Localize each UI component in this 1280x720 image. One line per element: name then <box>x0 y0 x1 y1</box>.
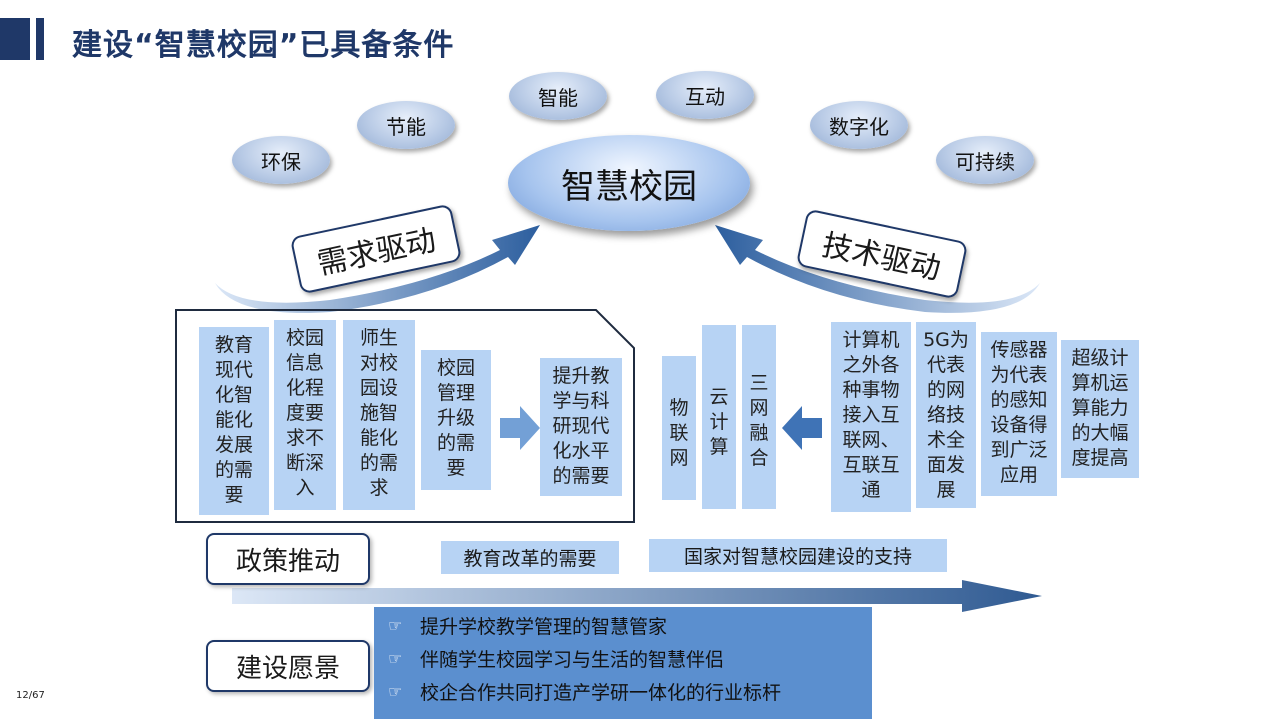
vision-item: ☞ 校企合作共同打造产学研一体化的行业标杆 <box>374 675 872 708</box>
right-chevron-arrow <box>500 406 540 450</box>
bubble-intelligent: 智能 <box>509 72 607 120</box>
vision-item-text: 校企合作共同打造产学研一体化的行业标杆 <box>420 682 782 704</box>
page-title: 建设“智慧校园”已具备条件 <box>72 28 455 63</box>
vision-label: 建设愿景 <box>206 640 370 692</box>
pointing-hand-icon: ☞ <box>388 649 403 668</box>
tech-box-supercomputing: 超级计算机运算能力的大幅度提高 <box>1061 340 1139 478</box>
demand-box-facility-needs: 师生对校园设施智能化的需求 <box>343 320 415 510</box>
demand-drive-label: 需求驱动 <box>289 203 463 295</box>
vision-item-text: 提升学校教学管理的智慧管家 <box>420 616 668 638</box>
title-accent-block <box>0 18 30 60</box>
demand-box-modernization: 教育现代化智能化发展的需要 <box>199 327 269 515</box>
policy-item-education-reform: 教育改革的需要 <box>441 541 619 574</box>
vision-item: ☞ 伴随学生校园学习与生活的智慧伴侣 <box>374 642 872 675</box>
title-accent-bar <box>36 18 44 60</box>
tech-box-5g: 5G为代表的网络技术全面发展 <box>916 322 976 508</box>
center-bubble: 智慧校园 <box>508 135 750 231</box>
tech-box-iot-connection: 计算机之外各种事物接入互联网、互联互通 <box>831 322 911 512</box>
page-number: 12/67 <box>16 690 45 701</box>
policy-item-national-support: 国家对智慧校园建设的支持 <box>649 539 947 572</box>
demand-box-management: 校园管理升级的需要 <box>421 350 491 490</box>
tech-drive-label: 技术驱动 <box>795 208 969 300</box>
pointing-hand-icon: ☞ <box>388 682 403 701</box>
bubble-energy-saving: 节能 <box>357 101 455 149</box>
bubble-environment: 环保 <box>232 136 330 184</box>
bubble-sustainable: 可持续 <box>936 136 1034 184</box>
tech-result-iot: 物联网 <box>662 356 696 500</box>
bubble-digital: 数字化 <box>810 101 908 149</box>
bubble-interactive: 互动 <box>656 71 754 119</box>
vision-item-text: 伴随学生校园学习与生活的智慧伴侣 <box>420 649 725 671</box>
policy-label: 政策推动 <box>206 533 370 585</box>
vision-panel: ☞ 提升学校教学管理的智慧管家 ☞ 伴随学生校园学习与生活的智慧伴侣 ☞ 校企合… <box>374 607 872 719</box>
demand-box-informatization: 校园信息化程度要求不断深入 <box>274 320 336 510</box>
tech-box-sensors: 传感器为代表的感知设备得到广泛应用 <box>981 332 1057 496</box>
tech-result-cloud: 云计算 <box>702 325 736 509</box>
demand-result-box: 提升教学与科研现代化水平的需要 <box>540 358 622 496</box>
left-chevron-arrow <box>782 406 822 450</box>
tech-result-triple-network: 三网融合 <box>742 325 776 509</box>
pointing-hand-icon: ☞ <box>388 616 403 635</box>
vision-item: ☞ 提升学校教学管理的智慧管家 <box>374 609 872 642</box>
